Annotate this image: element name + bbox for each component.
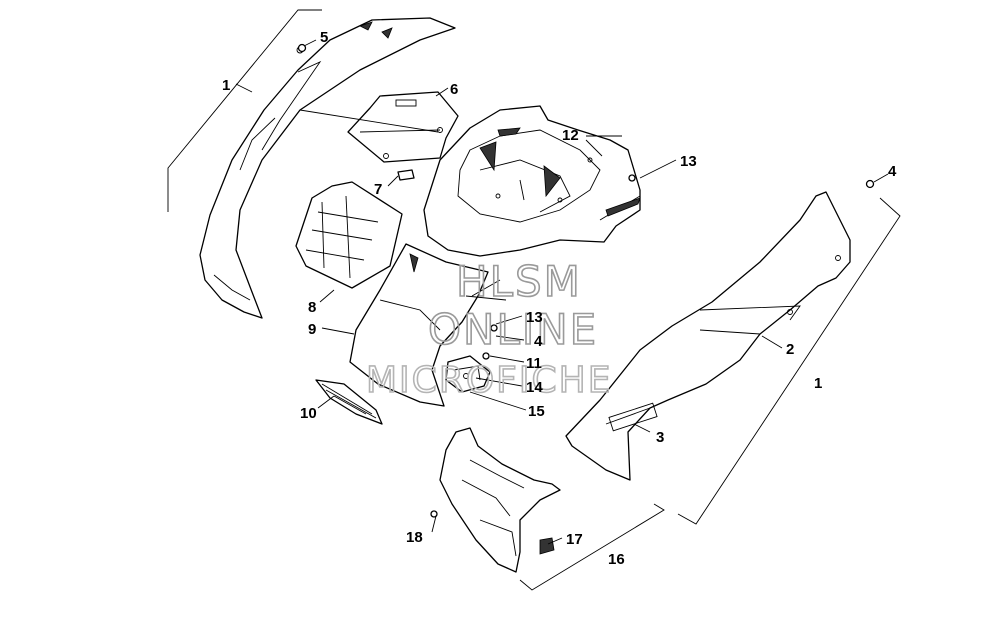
right-side-panel bbox=[565, 191, 851, 481]
callout-label: 5 bbox=[320, 29, 328, 46]
callout-label: 1 bbox=[222, 77, 230, 94]
callout-label: 13 bbox=[680, 153, 697, 170]
callout-label: 15 bbox=[528, 403, 545, 420]
callout-label: 10 bbox=[300, 405, 317, 422]
bracket-part-16 bbox=[519, 503, 665, 591]
clip bbox=[397, 169, 415, 181]
lower-front-panel bbox=[349, 243, 489, 407]
callout-label: 8 bbox=[308, 299, 316, 316]
left-side-panel bbox=[199, 17, 456, 319]
leader-lines bbox=[235, 39, 889, 545]
hardware-screws bbox=[297, 43, 875, 518]
callout-label: 6 bbox=[450, 81, 458, 98]
callout-label: 1 bbox=[814, 375, 822, 392]
callout-label: 16 bbox=[608, 551, 625, 568]
callout-label: 7 bbox=[374, 181, 382, 198]
watermark-line-1: HLSM bbox=[456, 257, 582, 306]
callout-label: 18 bbox=[406, 529, 423, 546]
callout-label: 4 bbox=[888, 163, 897, 180]
watermark-line-2: ONLINE bbox=[428, 305, 598, 354]
callout-label: 14 bbox=[526, 379, 543, 396]
main-hood bbox=[423, 105, 641, 257]
callout-label: 9 bbox=[308, 321, 316, 338]
watermark: HLSM ONLINE MICROFICHE bbox=[365, 256, 612, 402]
callout-label: 3 bbox=[656, 429, 664, 446]
callout-label: 2 bbox=[786, 341, 794, 358]
callout-label: 13 bbox=[526, 309, 543, 326]
mesh-screen bbox=[315, 379, 383, 425]
callout-labels: 1 5 6 7 8 9 10 12 13 13 4 11 14 15 4 2 1… bbox=[222, 29, 897, 568]
lower-belly-pan bbox=[439, 427, 561, 573]
callout-label: 4 bbox=[534, 333, 543, 350]
cover-plate bbox=[347, 91, 459, 163]
mount-bracket bbox=[445, 355, 491, 393]
callout-label: 11 bbox=[526, 355, 542, 372]
callout-label: 12 bbox=[562, 127, 579, 144]
bracket-right-part-1 bbox=[677, 197, 901, 525]
bracket-left-part-1 bbox=[167, 9, 322, 212]
callout-label: 17 bbox=[566, 531, 583, 548]
vent-grille bbox=[295, 181, 403, 289]
watermark-line-3: MICROFICHE bbox=[366, 360, 612, 401]
